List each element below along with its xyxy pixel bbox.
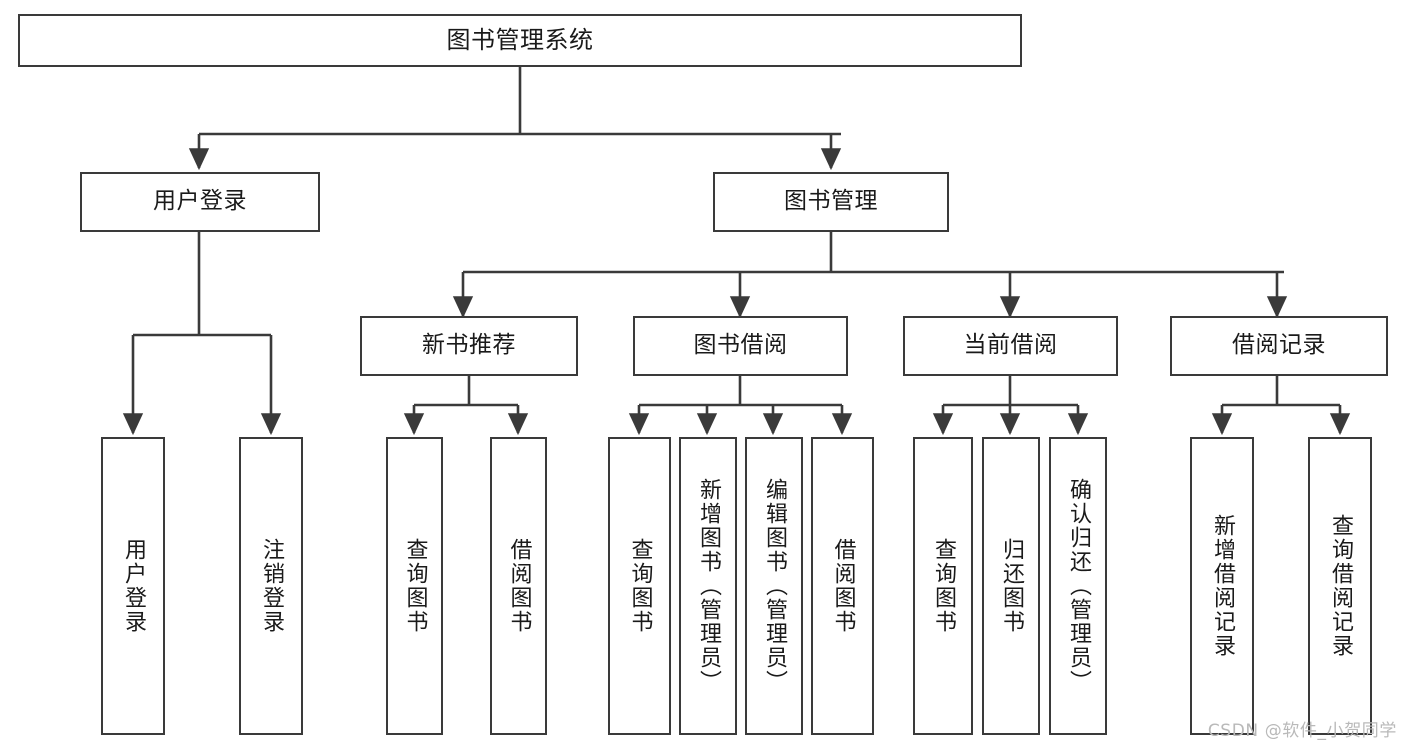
node-current-borrow[interactable]: 当前借阅: [903, 316, 1118, 376]
node-root-library-management-system[interactable]: 图书管理系统: [18, 14, 1022, 67]
node-user-login[interactable]: 用户登录: [80, 172, 320, 232]
leaf-book-borrow-borrow-book[interactable]: 借阅图书: [811, 437, 874, 735]
leaf-book-borrow-add-book-admin[interactable]: 新增图书（管理员）: [679, 437, 737, 735]
leaf-book-borrow-query-book[interactable]: 查询图书: [608, 437, 671, 735]
leaf-new-book-borrow-book[interactable]: 借阅图书: [490, 437, 547, 735]
watermark-text: CSDN @软件_小贺同学: [1207, 721, 1397, 741]
node-new-book-recommend[interactable]: 新书推荐: [360, 316, 578, 376]
leaf-current-borrow-return-book[interactable]: 归还图书: [982, 437, 1040, 735]
leaf-current-borrow-query-book[interactable]: 查询图书: [913, 437, 973, 735]
node-borrow-record[interactable]: 借阅记录: [1170, 316, 1388, 376]
leaf-new-book-query-book[interactable]: 查询图书: [386, 437, 443, 735]
leaf-book-borrow-edit-book-admin[interactable]: 编辑图书（管理员）: [745, 437, 803, 735]
leaf-user-login-logout[interactable]: 注销登录: [239, 437, 303, 735]
leaf-current-borrow-confirm-return-admin[interactable]: 确认归还（管理员）: [1049, 437, 1107, 735]
leaf-borrow-record-add-record[interactable]: 新增借阅记录: [1190, 437, 1254, 735]
node-book-management[interactable]: 图书管理: [713, 172, 949, 232]
leaf-borrow-record-query-record[interactable]: 查询借阅记录: [1308, 437, 1372, 735]
leaf-user-login-login[interactable]: 用户登录: [101, 437, 165, 735]
node-book-borrow[interactable]: 图书借阅: [633, 316, 848, 376]
